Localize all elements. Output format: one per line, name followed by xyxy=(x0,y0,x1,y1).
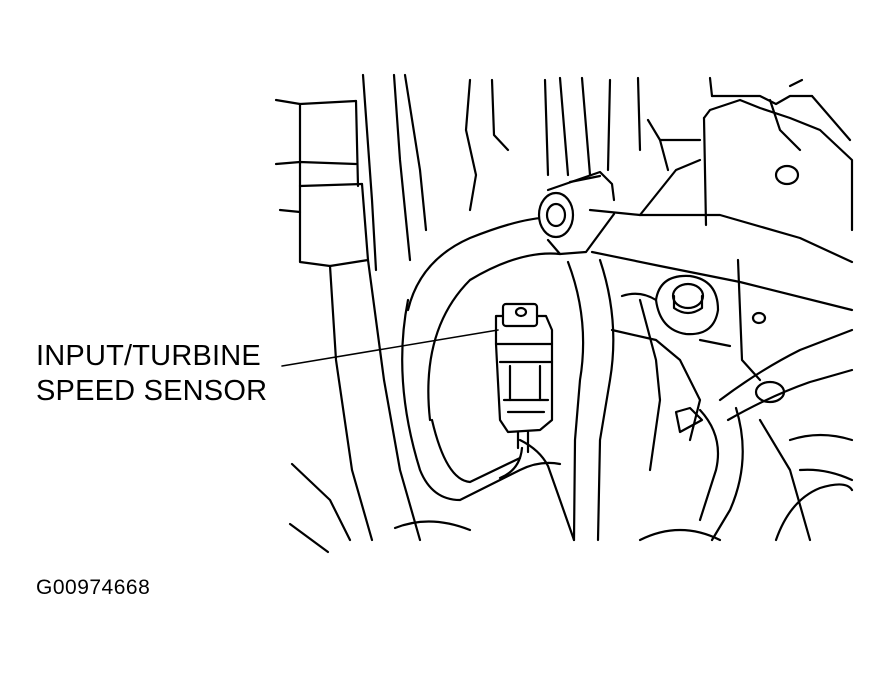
figure-id: G00974668 xyxy=(36,576,151,599)
main-hose xyxy=(406,158,854,422)
right-wiring-bundle xyxy=(566,258,854,542)
housing-upper-right xyxy=(702,76,854,232)
callout-label-line-1: INPUT/TURBINE xyxy=(36,340,261,372)
callout-label-line-2: SPEED SENSOR xyxy=(36,375,268,407)
callout-leader-line xyxy=(281,329,499,367)
hose-clamp-bolt xyxy=(537,170,616,256)
lower-wiring-loop xyxy=(288,298,722,554)
right-bolt-boss xyxy=(610,258,767,442)
left-bracket-column xyxy=(274,98,422,542)
vertical-frame-lines xyxy=(361,73,702,272)
input-turbine-speed-sensor xyxy=(494,302,554,480)
